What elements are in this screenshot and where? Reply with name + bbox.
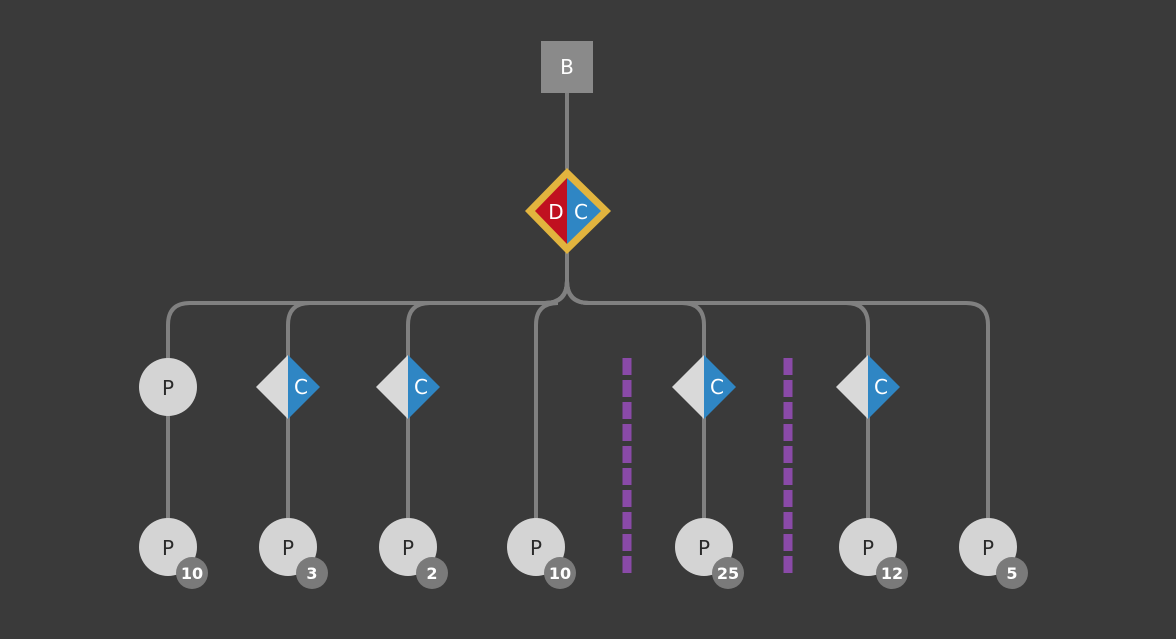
p-node[interactable]: P — [139, 358, 197, 416]
leaf-node[interactable]: P 10 — [139, 518, 208, 589]
count-badge: 2 — [416, 557, 448, 589]
count-badge: 10 — [544, 557, 576, 589]
leaf-node-label: P — [982, 536, 994, 560]
leaf-node-label: P — [402, 536, 414, 560]
leaf-node[interactable]: P 12 — [839, 518, 908, 589]
count-badge-label: 10 — [181, 564, 203, 583]
c-node-label: C — [710, 375, 724, 399]
leaf-node[interactable]: P2 — [379, 518, 448, 589]
c-node[interactable]: C — [376, 355, 440, 419]
p-node-label: P — [162, 376, 174, 400]
count-badge-label: 25 — [717, 564, 739, 583]
leaf-node-label: P — [162, 536, 174, 560]
count-badge: 5 — [996, 557, 1028, 589]
leaf-node-label: P — [282, 536, 294, 560]
decision-right-label: C — [574, 200, 588, 224]
c-node[interactable]: C — [672, 355, 736, 419]
connector-line — [534, 252, 569, 549]
c-node-label: C — [294, 375, 308, 399]
leaf-node[interactable]: P3 — [259, 518, 328, 589]
count-badge: 10 — [176, 557, 208, 589]
count-badge-label: 12 — [881, 564, 903, 583]
decision-node[interactable]: D C — [525, 168, 611, 254]
c-node-label: C — [414, 375, 428, 399]
leaf-node-label: P — [530, 536, 542, 560]
leaf-node[interactable]: P 25 — [675, 518, 744, 589]
connector-line — [406, 252, 569, 549]
separator-group — [622, 358, 793, 576]
count-badge: 3 — [296, 557, 328, 589]
connector-line — [565, 252, 706, 549]
root-node-label: B — [560, 55, 574, 79]
decision-left-label: D — [548, 200, 563, 224]
leaf-node-label: P — [698, 536, 710, 560]
connector-line — [565, 252, 990, 549]
count-badge-label: 5 — [1006, 564, 1017, 583]
leaf-node-label: P — [862, 536, 874, 560]
leaf-node[interactable]: P5 — [959, 518, 1028, 589]
count-badge: 25 — [712, 557, 744, 589]
c-node[interactable]: C — [836, 355, 900, 419]
connector-line — [286, 252, 569, 549]
connector-lines — [166, 91, 990, 549]
c-node[interactable]: C — [256, 355, 320, 419]
root-node[interactable]: B — [541, 41, 593, 93]
count-badge-label: 10 — [549, 564, 571, 583]
count-badge-label: 2 — [426, 564, 437, 583]
leaf-node[interactable]: P 10 — [507, 518, 576, 589]
c-node-label: C — [874, 375, 888, 399]
count-badge-label: 3 — [306, 564, 317, 583]
connector-line — [166, 252, 569, 549]
count-badge: 12 — [876, 557, 908, 589]
